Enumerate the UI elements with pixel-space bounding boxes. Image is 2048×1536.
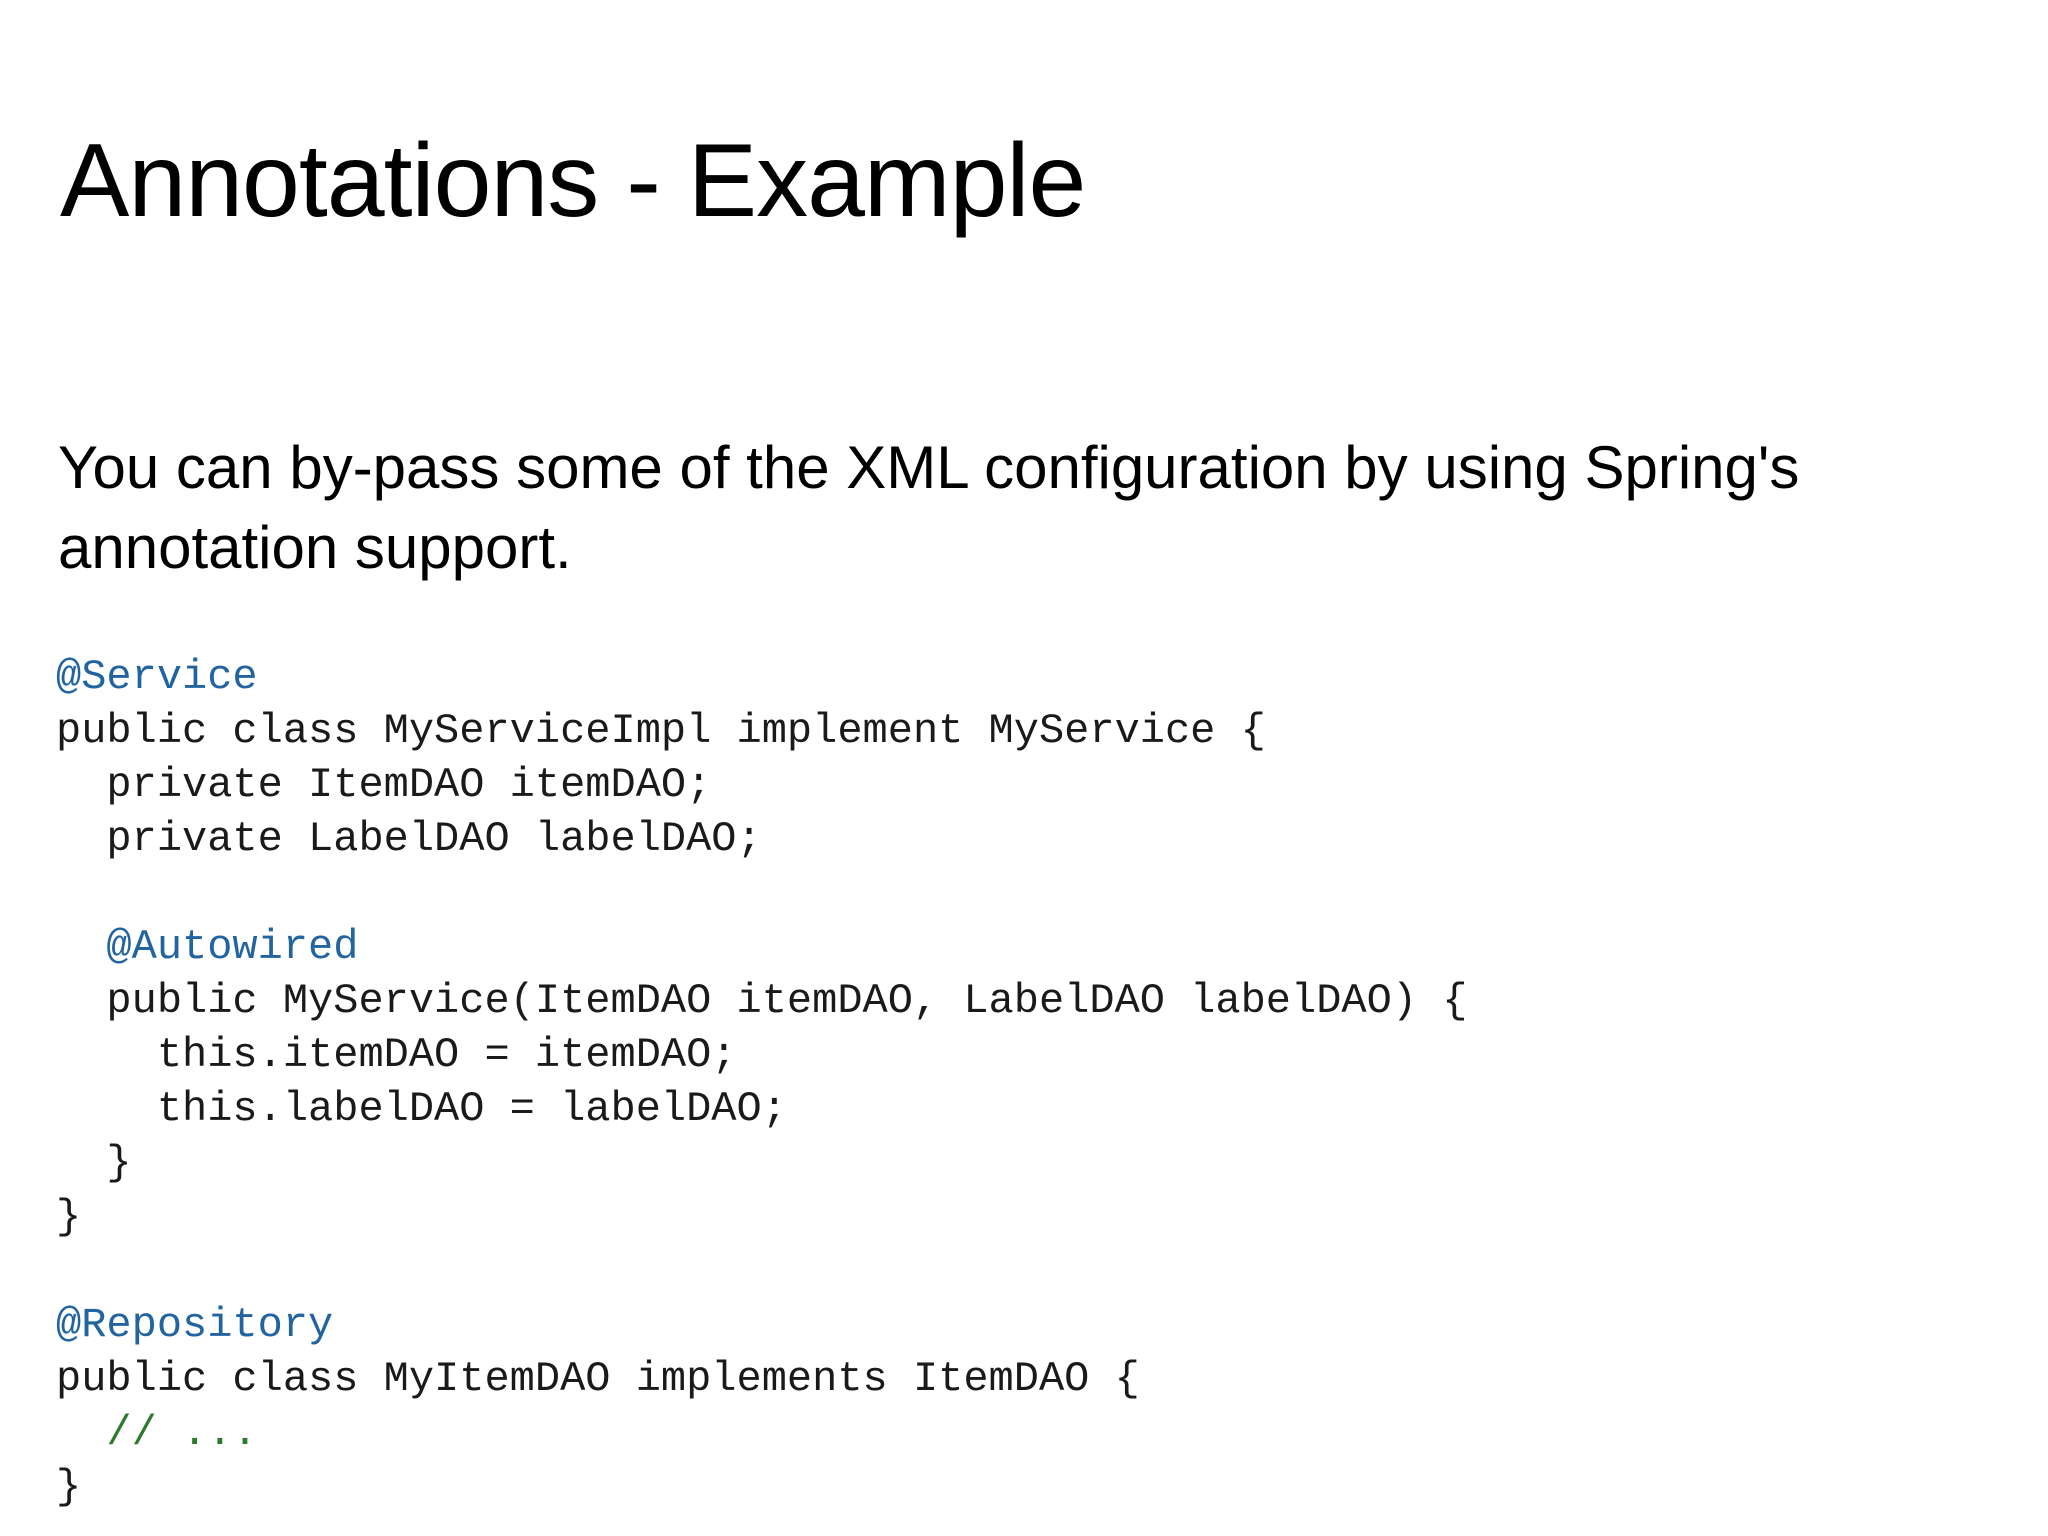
code-line: this.labelDAO = labelDAO; [56, 1082, 1956, 1136]
code-line: private ItemDAO itemDAO; [56, 758, 1956, 812]
code-line: // ... [56, 1406, 1956, 1460]
code-line: public class MyServiceImpl implement MyS… [56, 704, 1956, 758]
code-token-plain: private ItemDAO itemDAO; [56, 761, 712, 809]
code-block: @Service public class MyServiceImpl imple… [56, 650, 1956, 1514]
code-line: } [56, 1460, 1956, 1514]
code-token-plain: public MyService(ItemDAO itemDAO, LabelD… [56, 977, 1468, 1025]
code-token-plain: this.labelDAO = labelDAO; [56, 1085, 787, 1133]
code-line: public class MyItemDAO implements ItemDA… [56, 1352, 1956, 1406]
code-token-plain: } [56, 1139, 132, 1187]
code-token-plain: private LabelDAO labelDAO; [56, 815, 762, 863]
code-token-plain: public class MyServiceImpl implement MyS… [56, 707, 1266, 755]
body-paragraph: You can by-pass some of the XML configur… [58, 434, 1800, 581]
code-line: } [56, 1190, 1956, 1244]
code-line [56, 866, 1956, 920]
code-token-plain: } [56, 1463, 82, 1511]
code-token-plain: public class MyItemDAO implements ItemDA… [56, 1355, 1140, 1403]
code-token-plain: this.itemDAO = itemDAO; [56, 1031, 737, 1079]
code-token-plain: } [56, 1193, 82, 1241]
code-line: this.itemDAO = itemDAO; [56, 1028, 1956, 1082]
code-line: @Service [56, 650, 1956, 704]
code-line [56, 1244, 1956, 1298]
page-title: Annotations - Example [60, 122, 1086, 239]
code-line: @Repository [56, 1298, 1956, 1352]
code-token-annotation: @Autowired [56, 923, 359, 971]
code-line: } [56, 1136, 1956, 1190]
code-token-annotation: @Repository [56, 1301, 334, 1349]
code-line: @Autowired [56, 920, 1956, 974]
code-line: public MyService(ItemDAO itemDAO, LabelD… [56, 974, 1956, 1028]
code-token-annotation: @Service [56, 653, 258, 701]
code-token-comment: // ... [56, 1409, 258, 1457]
code-line: private LabelDAO labelDAO; [56, 812, 1956, 866]
